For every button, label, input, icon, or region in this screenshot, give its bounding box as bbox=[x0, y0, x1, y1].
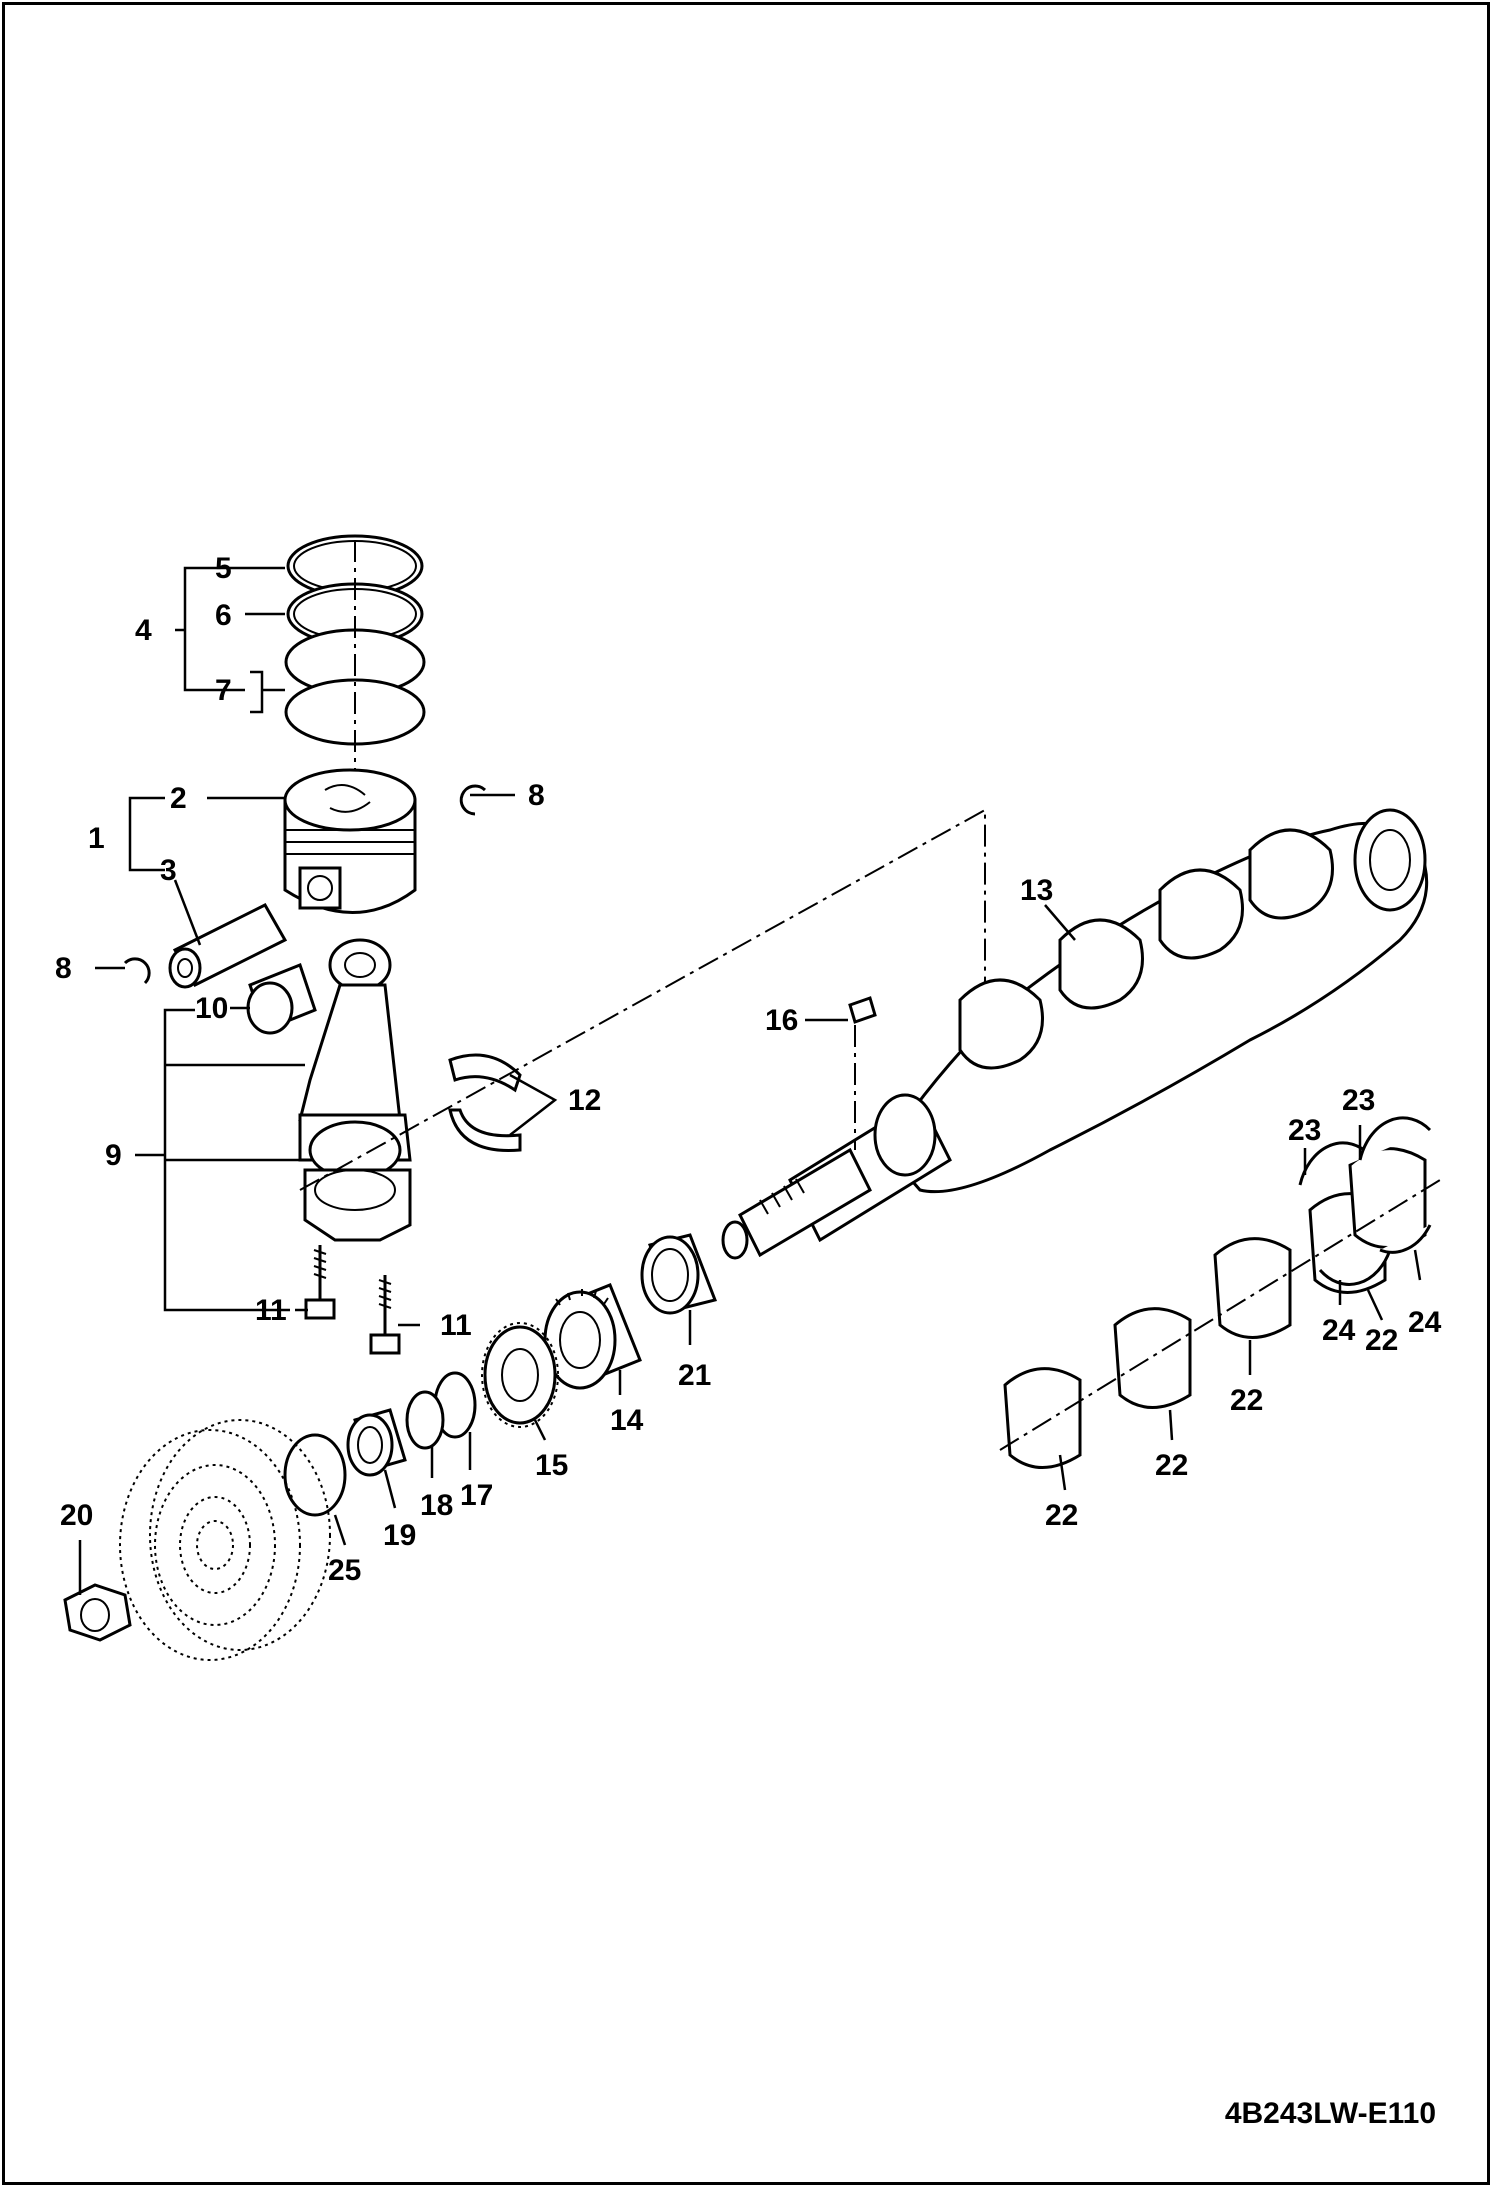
callout-25: 25 bbox=[328, 1554, 361, 1587]
callout-11-left: 11 bbox=[255, 1294, 287, 1327]
small-end-bushing bbox=[246, 963, 317, 1035]
piston-rings bbox=[284, 534, 426, 780]
rod-bearing-shells bbox=[448, 1053, 522, 1152]
crankshaft bbox=[721, 808, 1429, 1260]
piston-pin bbox=[168, 903, 288, 989]
callout-8-left: 8 bbox=[55, 952, 72, 985]
snap-ring-left bbox=[123, 957, 151, 985]
main-bearing-shells bbox=[999, 1147, 1441, 1469]
callout-22-d: 22 bbox=[1365, 1324, 1398, 1357]
rod-bolts bbox=[304, 1245, 401, 1355]
callout-14: 14 bbox=[610, 1404, 644, 1437]
callout-4: 4 bbox=[135, 614, 152, 647]
callout-22-c: 22 bbox=[1230, 1384, 1263, 1417]
callout-13: 13 bbox=[1020, 874, 1053, 907]
collar-19 bbox=[346, 1408, 407, 1477]
callout-9: 9 bbox=[105, 1139, 122, 1172]
crank-collar bbox=[640, 1233, 718, 1315]
thrust-washer-24a bbox=[1318, 1249, 1392, 1286]
connecting-rod bbox=[298, 938, 412, 1242]
callout-12: 12 bbox=[568, 1084, 601, 1117]
callout-23-b: 23 bbox=[1342, 1084, 1375, 1117]
snap-ring-right bbox=[459, 784, 487, 816]
callout-6: 6 bbox=[215, 599, 232, 632]
callout-15: 15 bbox=[535, 1449, 568, 1482]
callout-24-a: 24 bbox=[1322, 1314, 1356, 1347]
leader-lines bbox=[78, 566, 1422, 1595]
thrust-washer-24b bbox=[1379, 1224, 1432, 1254]
callout-1: 1 bbox=[88, 822, 105, 855]
thrust-washer-23b bbox=[1358, 1116, 1432, 1161]
spacer-18 bbox=[405, 1390, 445, 1450]
callout-22-a: 22 bbox=[1045, 1499, 1078, 1532]
crank-pulley bbox=[119, 1419, 331, 1661]
callout-24-b: 24 bbox=[1408, 1306, 1442, 1339]
callout-18: 18 bbox=[420, 1489, 453, 1522]
callout-16: 16 bbox=[765, 1004, 798, 1037]
crank-gear-small bbox=[481, 1322, 559, 1428]
callout-23-a: 23 bbox=[1288, 1114, 1321, 1147]
diagram-reference-code: 4B243LW-E110 bbox=[1224, 2097, 1436, 2130]
callout-7: 7 bbox=[215, 674, 232, 707]
callout-2: 2 bbox=[170, 782, 187, 815]
callout-19: 19 bbox=[383, 1519, 416, 1552]
callout-10: 10 bbox=[195, 992, 228, 1025]
callout-11-right: 11 bbox=[440, 1309, 472, 1342]
callout-20: 20 bbox=[60, 1499, 93, 1532]
callout-22-b: 22 bbox=[1155, 1449, 1188, 1482]
callout-17: 17 bbox=[460, 1479, 493, 1512]
piston bbox=[283, 768, 417, 914]
callout-labels: 1 2 3 4 5 6 7 8 8 9 10 11 11 12 13 14 15… bbox=[55, 552, 1442, 1587]
callout-5: 5 bbox=[215, 552, 232, 585]
crank-nut bbox=[63, 1583, 132, 1642]
crank-key bbox=[848, 996, 877, 1150]
callout-3: 3 bbox=[160, 854, 177, 887]
crank-gear-large bbox=[543, 1283, 642, 1390]
callout-21: 21 bbox=[678, 1359, 711, 1392]
callout-8-right: 8 bbox=[528, 779, 545, 812]
oil-seal bbox=[283, 1433, 347, 1517]
